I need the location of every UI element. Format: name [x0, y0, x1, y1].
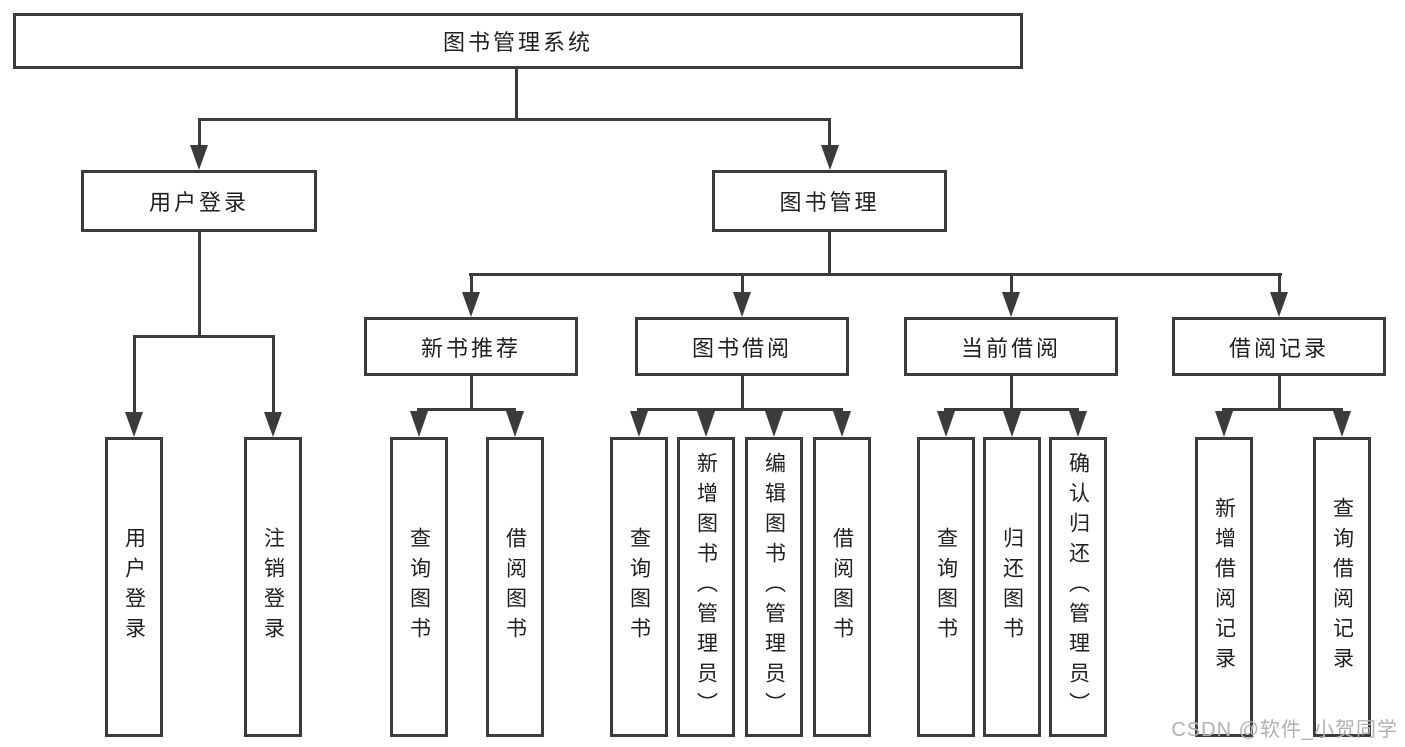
- connector-borrow-bar: [637, 408, 843, 411]
- node-book-borrow-label: 图书借阅: [691, 335, 792, 361]
- connector-current-bar: [944, 408, 1079, 411]
- connector-user-drop-2: [272, 338, 275, 412]
- arrow-down-icon: [765, 411, 783, 437]
- leaf-current-return-book-label: 归还图书: [1000, 527, 1024, 647]
- leaf-user-login: 用户登录: [105, 437, 163, 737]
- connector-newrec-stem: [470, 376, 473, 408]
- arrow-down-icon: [125, 412, 143, 437]
- leaf-borrow-add-book-admin: 新增图书（管理员）: [677, 437, 735, 737]
- arrow-down-icon: [630, 411, 648, 437]
- leaf-current-query-book-label: 查询图书: [934, 527, 958, 647]
- leaf-record-add-record-label: 新增借阅记录: [1212, 497, 1236, 677]
- arrow-down-icon: [506, 411, 524, 437]
- connector-user-drop-1: [133, 338, 136, 412]
- leaf-newrec-query-book: 查询图书: [390, 437, 448, 737]
- leaf-current-query-book: 查询图书: [917, 437, 975, 737]
- leaf-borrow-query-book-label: 查询图书: [627, 527, 651, 647]
- connector-root-drop-user: [198, 121, 201, 146]
- leaf-newrec-borrow-book-label: 借阅图书: [503, 527, 527, 647]
- leaf-current-confirm-return-admin: 确认归还（管理员）: [1049, 437, 1107, 737]
- connector-book-drop-4: [1278, 276, 1281, 292]
- arrow-down-icon: [833, 411, 851, 437]
- leaf-borrow-borrow-book-label: 借阅图书: [830, 527, 854, 647]
- leaf-record-add-record: 新增借阅记录: [1195, 437, 1253, 737]
- node-book-borrow: 图书借阅: [635, 317, 849, 376]
- connector-book-bar: [469, 273, 1282, 276]
- arrow-down-icon: [1003, 411, 1021, 437]
- arrow-down-icon: [1333, 411, 1351, 437]
- connector-user-stem: [198, 232, 201, 335]
- arrow-down-icon: [1002, 292, 1020, 317]
- node-root-label: 图书管理系统: [442, 30, 593, 55]
- arrow-down-icon: [733, 292, 751, 317]
- connector-root-bar: [198, 118, 831, 121]
- node-new-book-recommend-label: 新书推荐: [420, 335, 521, 361]
- leaf-record-query-record-label: 查询借阅记录: [1330, 497, 1354, 677]
- leaf-logout: 注销登录: [244, 437, 302, 737]
- arrow-down-icon: [1069, 411, 1087, 437]
- csdn-watermark: CSDN @软件_小贺同学: [1171, 719, 1398, 741]
- arrow-down-icon: [697, 411, 715, 437]
- connector-root-drop-book: [828, 121, 831, 146]
- arrow-down-icon: [821, 145, 839, 170]
- leaf-record-query-record: 查询借阅记录: [1313, 437, 1371, 737]
- node-new-book-recommend: 新书推荐: [364, 317, 578, 376]
- connector-current-stem: [1010, 376, 1013, 408]
- connector-user-bar: [133, 335, 275, 338]
- node-borrow-record: 借阅记录: [1172, 317, 1386, 376]
- connector-root-stem: [515, 69, 518, 118]
- arrow-down-icon: [410, 411, 428, 437]
- connector-book-drop-2: [741, 276, 744, 292]
- node-borrow-record-label: 借阅记录: [1228, 335, 1329, 361]
- leaf-borrow-edit-book-admin: 编辑图书（管理员）: [745, 437, 803, 737]
- connector-record-bar: [1222, 408, 1343, 411]
- leaf-current-return-book: 归还图书: [983, 437, 1041, 737]
- arrow-down-icon: [190, 145, 208, 170]
- node-current-borrow-label: 当前借阅: [960, 335, 1061, 361]
- arrow-down-icon: [462, 292, 480, 317]
- leaf-logout-label: 注销登录: [261, 527, 285, 647]
- node-root: 图书管理系统: [13, 13, 1023, 69]
- connector-record-stem: [1278, 376, 1281, 408]
- node-book-management: 图书管理: [712, 170, 947, 232]
- node-user-login: 用户登录: [81, 170, 317, 232]
- node-user-login-label: 用户登录: [148, 190, 249, 215]
- connector-book-stem: [828, 232, 831, 273]
- leaf-borrow-borrow-book: 借阅图书: [813, 437, 871, 737]
- arrow-down-icon: [1215, 411, 1233, 437]
- arrow-down-icon: [264, 412, 282, 437]
- connector-book-drop-3: [1010, 276, 1013, 292]
- leaf-user-login-label: 用户登录: [122, 527, 146, 647]
- leaf-borrow-add-book-admin-label: 新增图书（管理员）: [694, 452, 718, 722]
- leaf-borrow-query-book: 查询图书: [610, 437, 668, 737]
- arrow-down-icon: [1270, 292, 1288, 317]
- connector-newrec-bar: [417, 408, 516, 411]
- leaf-newrec-borrow-book: 借阅图书: [486, 437, 544, 737]
- connector-borrow-stem: [741, 376, 744, 408]
- leaf-current-confirm-return-admin-label: 确认归还（管理员）: [1066, 452, 1090, 722]
- node-current-borrow: 当前借阅: [904, 317, 1118, 376]
- arrow-down-icon: [937, 411, 955, 437]
- leaf-borrow-edit-book-admin-label: 编辑图书（管理员）: [762, 452, 786, 722]
- leaf-newrec-query-book-label: 查询图书: [407, 527, 431, 647]
- node-book-management-label: 图书管理: [779, 190, 880, 215]
- connector-book-drop-1: [470, 276, 473, 292]
